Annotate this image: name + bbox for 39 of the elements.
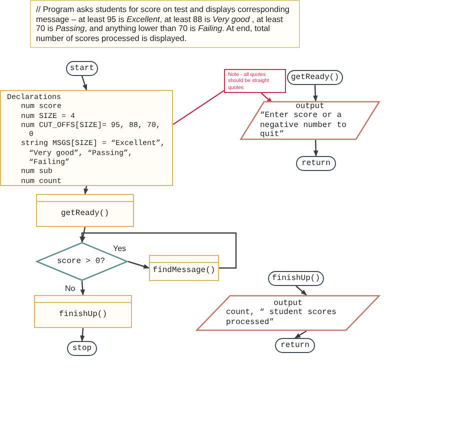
arrow — [80, 280, 85, 296]
arrow — [294, 330, 307, 339]
arrow — [84, 186, 88, 195]
output-parallelogram — [196, 295, 380, 331]
process-label: findMessage() — [152, 266, 216, 275]
terminal-label: finishUp() — [272, 274, 320, 283]
output-keyword: output — [296, 102, 324, 111]
comment-text: // Program asks students for score on test and displays corresponding message – at least 95 is Excellent, at least 88 is Very good , at least 70 is Passing, and anything lower than 70 is Failing. At end, total number of scores processed is displayed. — [36, 5, 290, 44]
arrow — [296, 286, 307, 296]
leader-line — [172, 90, 224, 126]
terminal-label: return — [302, 159, 330, 168]
terminal-label: getReady() — [290, 73, 339, 82]
output-keyword: output — [274, 298, 302, 308]
output-parallelogram — [240, 101, 380, 140]
arrow — [81, 76, 88, 91]
note-box — [224, 69, 286, 93]
arrow — [80, 328, 85, 342]
arrow — [313, 84, 318, 102]
process-box — [36, 194, 134, 227]
arrow — [128, 260, 150, 269]
process-box — [149, 255, 219, 281]
arrow — [313, 140, 318, 157]
arrow — [80, 232, 237, 269]
terminal-label: stop — [72, 344, 92, 353]
decision-diamond — [36, 242, 128, 281]
process-label: getReady() — [60, 208, 109, 218]
terminal-label: start — [70, 64, 94, 73]
process-label: finishUp() — [58, 310, 107, 318]
output-text: “Enter score or a negative number to quit” — [260, 111, 348, 140]
comment-box — [30, 0, 300, 48]
process-box — [34, 295, 132, 328]
arrow — [80, 226, 86, 243]
condition-label: score > 0? — [57, 256, 106, 266]
edge-label: Yes — [112, 244, 128, 253]
declarations-box — [0, 90, 173, 186]
terminal-label: return — [280, 341, 310, 350]
edge-label: No — [64, 284, 76, 293]
leader-line — [260, 92, 273, 104]
output-text: count, “ student scores processed” — [226, 308, 338, 328]
